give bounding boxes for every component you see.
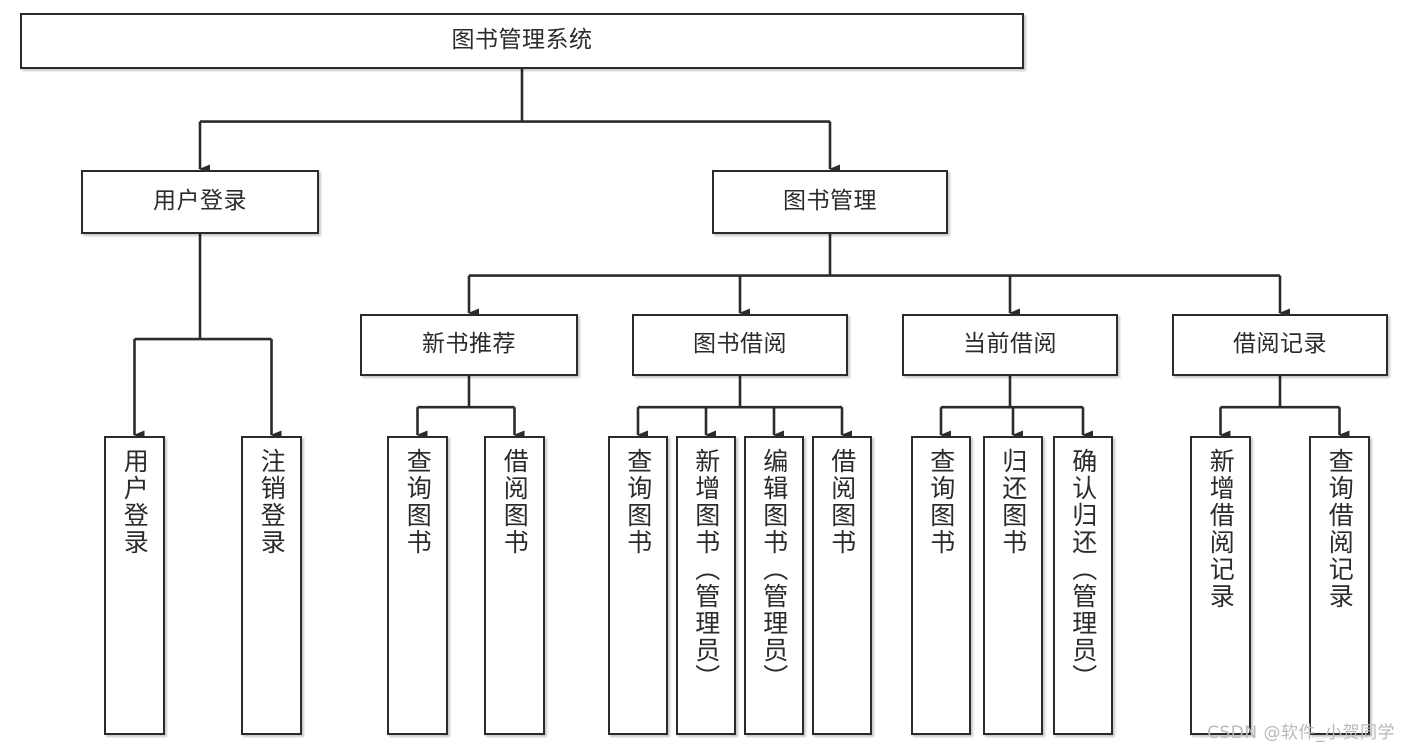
node-leaf-edit-book-admin[interactable]: 编辑图书（管理员）	[744, 436, 804, 735]
node-book-borrow-label: 图书借阅	[693, 331, 787, 358]
node-leaf-return-book[interactable]: 归还图书	[983, 436, 1043, 735]
node-leaf-user-logout-label: 注销登录	[257, 448, 287, 556]
node-leaf-return-book-label: 归还图书	[998, 448, 1028, 556]
node-leaf-user-login[interactable]: 用户登录	[104, 436, 165, 735]
node-root[interactable]: 图书管理系统	[20, 13, 1024, 69]
node-leaf-borrow-book[interactable]: 借阅图书	[812, 436, 872, 735]
node-leaf-user-login-label: 用户登录	[120, 448, 150, 556]
node-new-book-recommend-label: 新书推荐	[422, 331, 516, 358]
node-leaf-edit-book-admin-label: 编辑图书（管理员）	[759, 448, 789, 691]
node-leaf-query-book-borrow[interactable]: 查询图书	[608, 436, 668, 735]
node-leaf-query-book-borrow-label: 查询图书	[623, 448, 653, 556]
node-book-manage-label: 图书管理	[783, 188, 877, 215]
node-leaf-confirm-return-admin-label: 确认归还（管理员）	[1068, 448, 1098, 691]
node-leaf-query-book-current-label: 查询图书	[926, 448, 956, 556]
node-new-book-recommend[interactable]: 新书推荐	[360, 314, 578, 376]
node-leaf-user-logout[interactable]: 注销登录	[241, 436, 302, 735]
node-leaf-add-borrow-record-label: 新增借阅记录	[1206, 448, 1236, 610]
node-leaf-borrow-book-rec[interactable]: 借阅图书	[484, 436, 545, 735]
node-book-manage[interactable]: 图书管理	[712, 170, 948, 234]
node-leaf-query-borrow-record[interactable]: 查询借阅记录	[1309, 436, 1370, 735]
node-root-label: 图书管理系统	[451, 27, 593, 54]
node-borrow-record[interactable]: 借阅记录	[1172, 314, 1388, 376]
node-leaf-query-book-current[interactable]: 查询图书	[911, 436, 971, 735]
node-leaf-borrow-book-rec-label: 借阅图书	[500, 448, 530, 556]
node-user-login[interactable]: 用户登录	[81, 170, 319, 234]
node-leaf-query-book-rec[interactable]: 查询图书	[387, 436, 448, 735]
node-borrow-record-label: 借阅记录	[1233, 331, 1327, 358]
node-leaf-confirm-return-admin[interactable]: 确认归还（管理员）	[1053, 436, 1113, 735]
node-leaf-add-book-admin[interactable]: 新增图书（管理员）	[676, 436, 736, 735]
node-leaf-add-book-admin-label: 新增图书（管理员）	[691, 448, 721, 691]
node-leaf-borrow-book-label: 借阅图书	[827, 448, 857, 556]
node-user-login-label: 用户登录	[153, 188, 247, 215]
node-leaf-add-borrow-record[interactable]: 新增借阅记录	[1190, 436, 1251, 735]
node-leaf-query-borrow-record-label: 查询借阅记录	[1325, 448, 1355, 610]
node-book-borrow[interactable]: 图书借阅	[632, 314, 848, 376]
node-leaf-query-book-rec-label: 查询图书	[403, 448, 433, 556]
node-current-borrow-label: 当前借阅	[963, 331, 1057, 358]
node-current-borrow[interactable]: 当前借阅	[902, 314, 1118, 376]
